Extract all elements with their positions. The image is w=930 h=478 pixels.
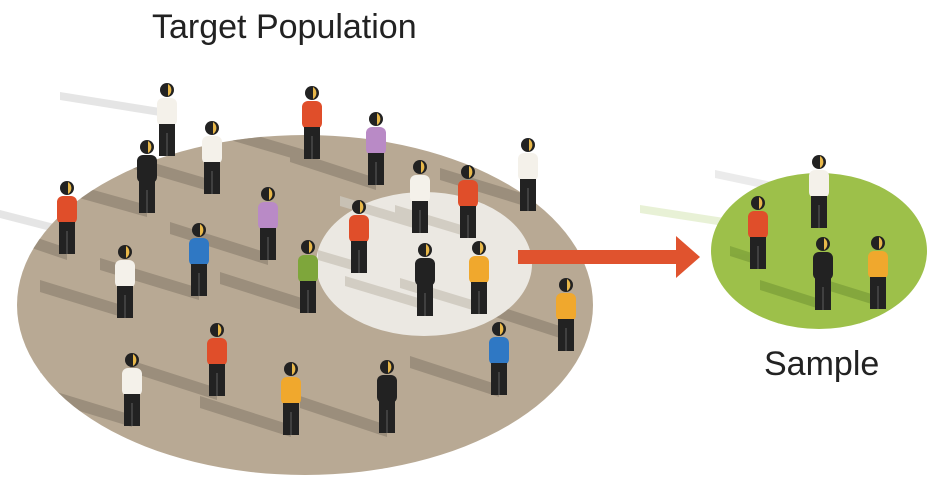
population-person-figure <box>207 323 227 396</box>
sample-person-figure <box>813 237 833 310</box>
sample-person-figure <box>748 196 768 269</box>
people-figures <box>57 83 888 435</box>
sample-person-figure <box>868 236 888 309</box>
population-person-figure <box>377 360 397 433</box>
population-person-figure <box>122 353 142 426</box>
diagram-title: Target Population <box>152 8 417 46</box>
population-person-figure <box>489 322 509 395</box>
population-person-figure <box>349 200 369 273</box>
population-person-figure <box>258 187 278 260</box>
population-person-figure <box>57 181 77 254</box>
population-person-figure <box>458 165 478 238</box>
population-person-figure <box>469 241 489 314</box>
population-person-figure <box>281 362 301 435</box>
selection-arrow <box>518 236 700 278</box>
population-person-figure <box>189 223 209 296</box>
population-person-figure <box>157 83 177 156</box>
sample-person-figure <box>809 155 829 228</box>
sample-label: Sample <box>764 345 880 383</box>
population-person-figure <box>302 86 322 159</box>
population-person-figure <box>518 138 538 211</box>
population-person-figure <box>298 240 318 313</box>
population-person-figure <box>556 278 576 351</box>
population-person-figure <box>137 140 157 213</box>
population-person-figure <box>202 121 222 194</box>
population-person-figure <box>415 243 435 316</box>
population-person-figure <box>410 160 430 233</box>
population-person-figure <box>115 245 135 318</box>
population-person-figure <box>366 112 386 185</box>
